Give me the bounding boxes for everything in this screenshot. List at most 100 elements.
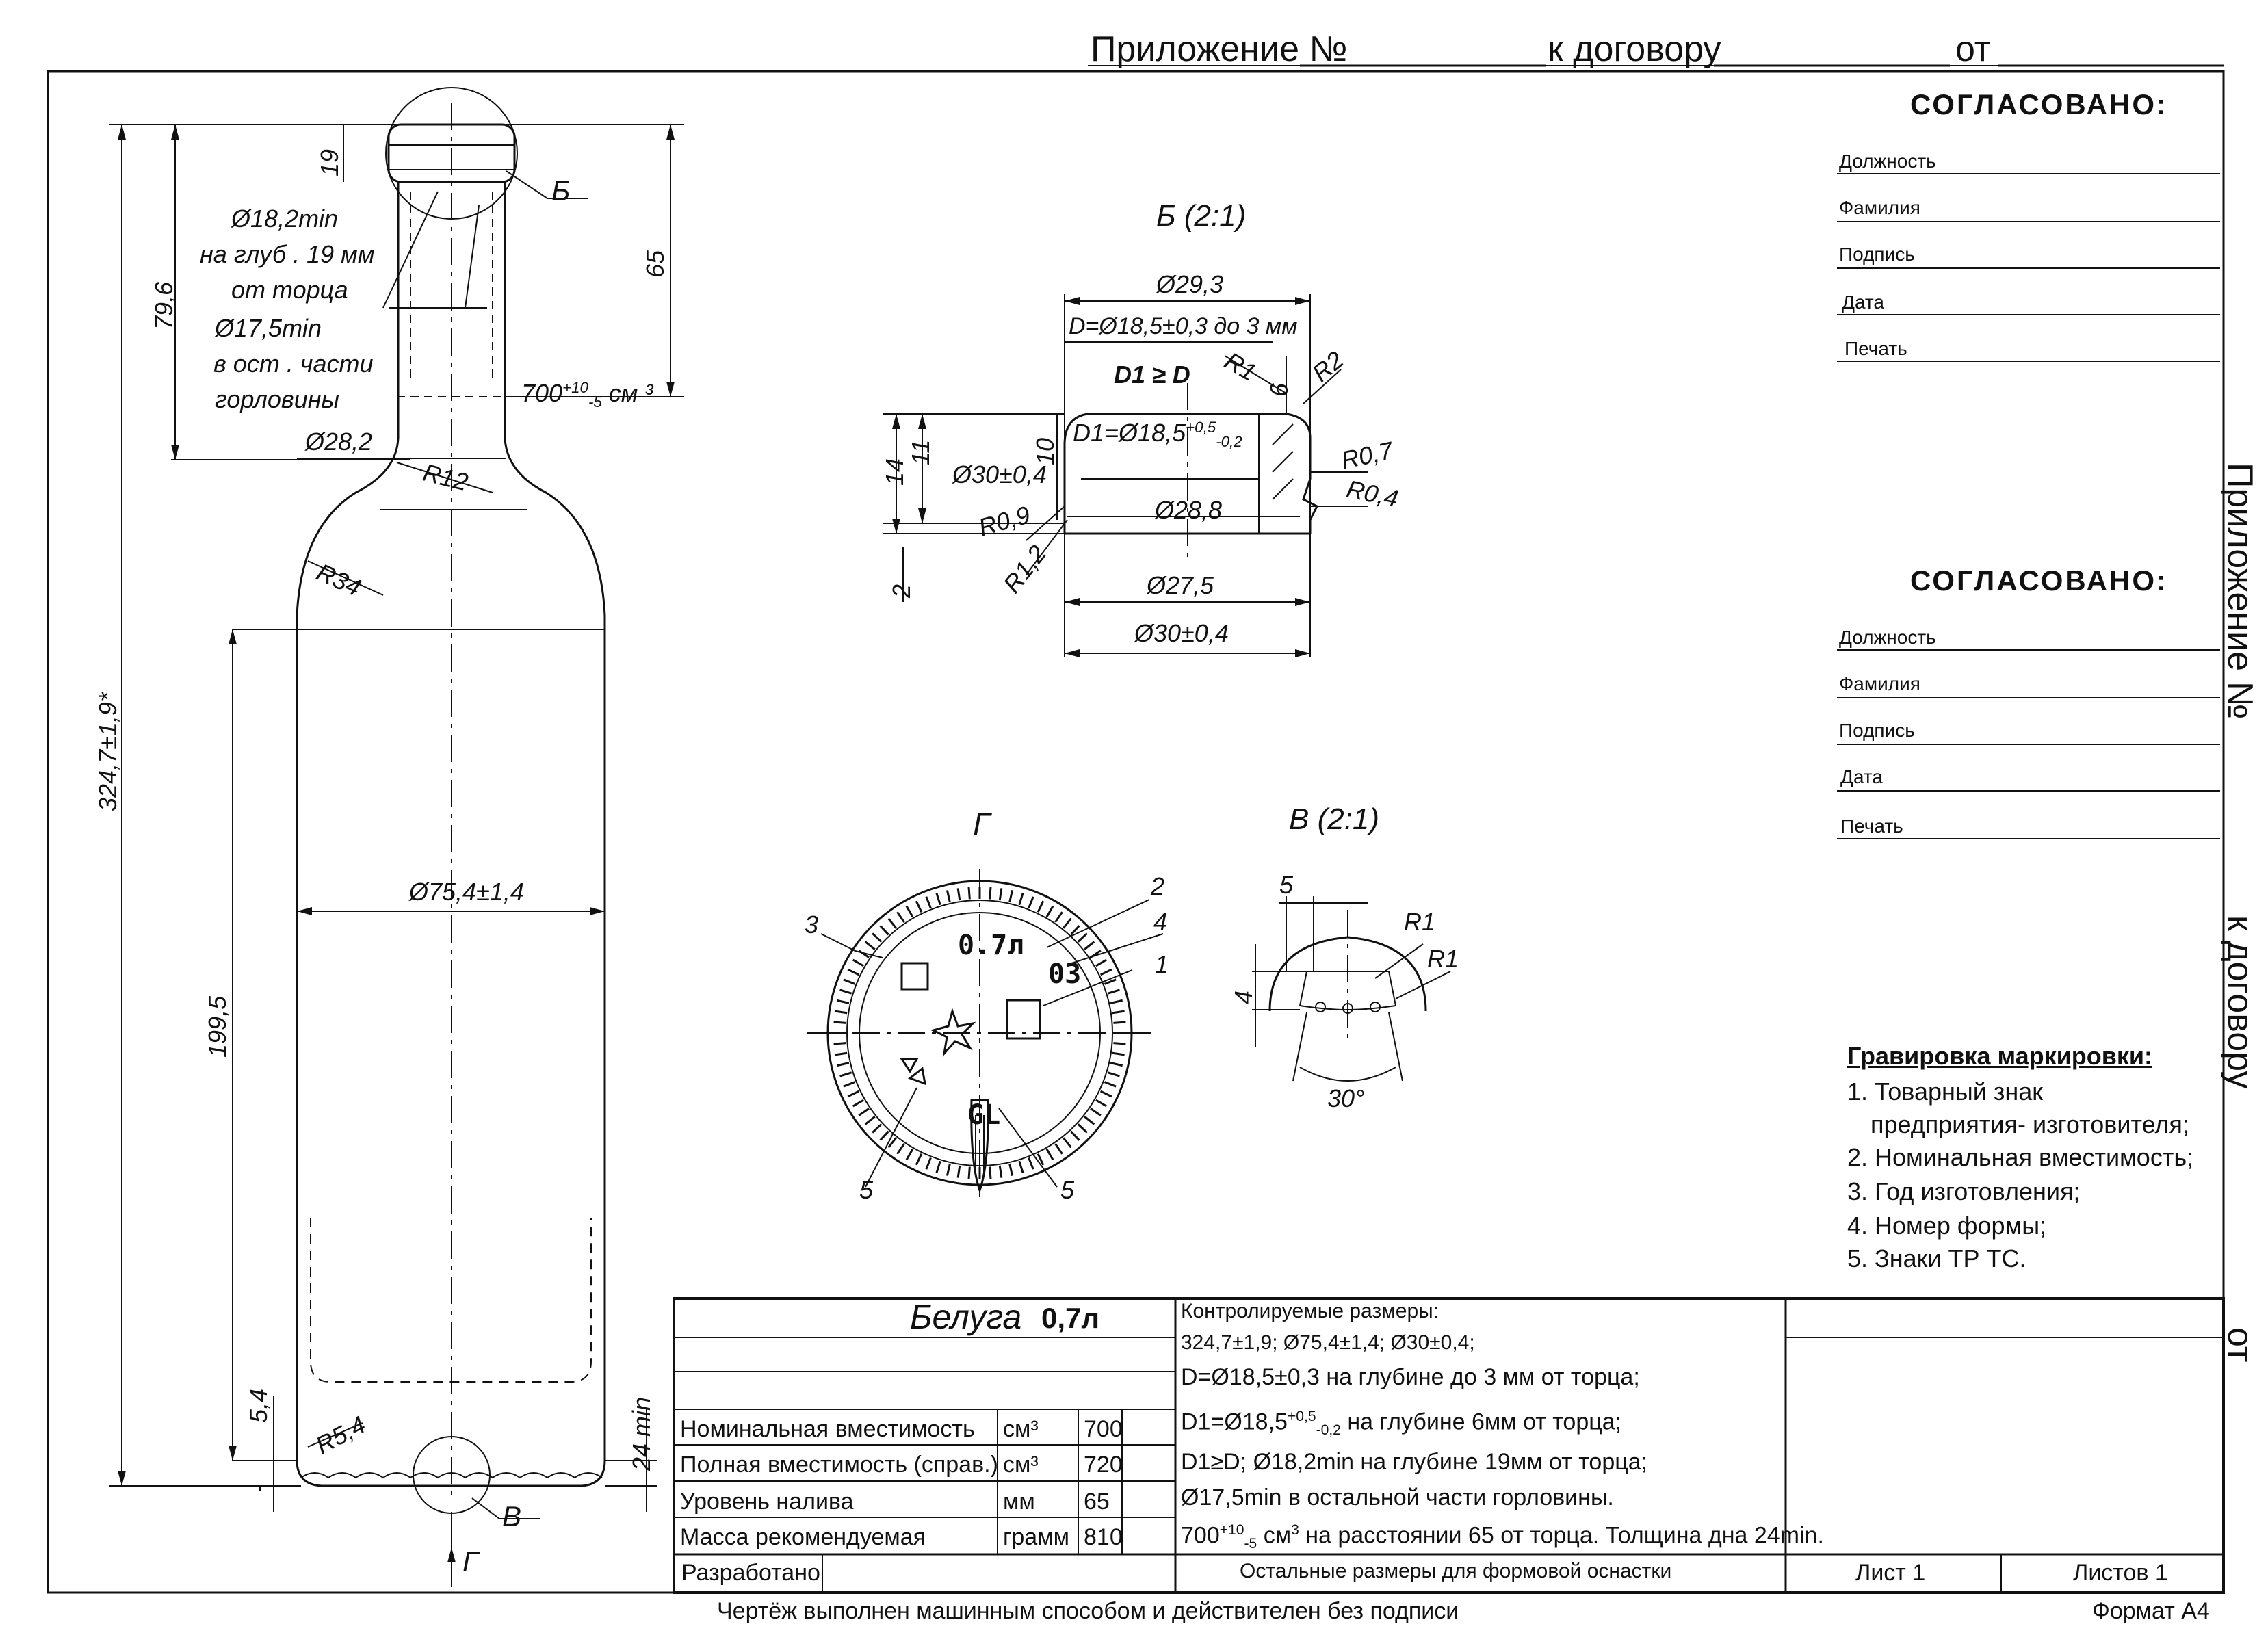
knurl-tick <box>1110 1062 1123 1067</box>
detail-b-dimension-lines <box>883 294 1368 657</box>
callout-1: 1 <box>1155 950 1169 978</box>
param-unit: грамм <box>1003 1524 1069 1550</box>
knurl-tick <box>1037 1153 1045 1166</box>
approval-field-signature-1: Подпись <box>1839 244 1915 265</box>
knurl-tick <box>1028 1157 1034 1170</box>
bottle-dimension-lines <box>109 124 684 1587</box>
knurl-tick <box>1054 911 1063 923</box>
dim-rest-part: в ост . части <box>213 350 374 378</box>
knurl-tick <box>837 999 850 1004</box>
approval-field-date-2: Дата <box>1840 766 1884 787</box>
knurl-tick <box>887 1137 897 1149</box>
knurl-tick <box>1095 958 1108 967</box>
dim-d293: Ø29,3 <box>1156 270 1224 298</box>
knurl-tick <box>1110 999 1123 1004</box>
engraving-item: 5. Знаки ТР ТС. <box>1847 1244 2026 1272</box>
callout-v: В <box>502 1500 522 1532</box>
knurl-tick <box>835 1010 848 1015</box>
param-unit: см³ <box>1003 1416 1039 1442</box>
dim-top-depth: на глуб . 19 мм <box>200 240 375 268</box>
param-unit: см³ <box>1003 1452 1039 1478</box>
param-name: Полная вместимость (справ.) <box>680 1452 998 1478</box>
param-unit: мм <box>1003 1489 1035 1515</box>
knurl-tick <box>935 893 941 906</box>
detail-g-title: Г <box>973 807 991 842</box>
dim-w5: 5 <box>1279 871 1294 899</box>
appendix-label: Приложение № <box>1091 29 1348 69</box>
knurl-tick <box>879 925 889 936</box>
param-name: Масса рекомендуемая <box>680 1524 926 1550</box>
dim-d1: D1=Ø18,5+0,5-0,2 <box>1073 419 1242 451</box>
knurl-tick <box>847 1090 860 1098</box>
knurl-tick <box>852 958 865 967</box>
title-block-grid <box>673 1297 2225 1594</box>
knurl-tick <box>998 888 1003 901</box>
knurl-tick <box>1070 1130 1080 1141</box>
knurl-tick <box>1112 1010 1125 1015</box>
from-label: от <box>1955 29 1991 69</box>
knurl-tick <box>843 978 856 985</box>
knurl-tick <box>887 917 897 929</box>
developed-label: Разработано <box>681 1560 820 1586</box>
param-value: 810 <box>1084 1524 1123 1550</box>
controlled-line: Ø17,5min в остальной части горловины. <box>1181 1484 1614 1510</box>
approval-title-1: СОГЛАСОВАНО: <box>1910 88 2168 120</box>
knurl-tick <box>915 1153 923 1166</box>
controlled-title: Контролируемые размеры: <box>1181 1300 1439 1322</box>
dim-h796: 79,6 <box>150 281 178 330</box>
knurl-tick <box>1090 1108 1102 1116</box>
callout-2: 2 <box>1151 872 1165 900</box>
knurl-tick <box>905 905 914 918</box>
engraving-item: предприятия- изготовителя; <box>1871 1110 2189 1138</box>
knurl-tick <box>1008 1163 1014 1176</box>
knurl-tick <box>946 1163 951 1176</box>
knurl-tick <box>1084 941 1095 950</box>
dim-rest-neck: горловины <box>215 385 340 413</box>
knurl-tick <box>839 1071 852 1077</box>
detail-g-knurl <box>833 887 1126 1179</box>
bottle-arrowheads <box>118 125 675 1562</box>
approval-field-position-1: Должность <box>1839 151 1936 172</box>
knurl-tick <box>835 1051 848 1056</box>
dim-h11: 11 <box>907 439 935 465</box>
controlled-line: D=Ø18,5±0,3 на глубине до 3 мм от торца; <box>1181 1364 1640 1390</box>
approval-field-surname-1: Фамилия <box>1839 197 1920 218</box>
dim-r1-a: R1 <box>1404 908 1436 936</box>
knurl-tick <box>1113 1042 1126 1045</box>
knurl-tick <box>1107 1071 1120 1077</box>
dim-h19: 19 <box>315 148 343 176</box>
knurl-tick <box>956 1165 961 1178</box>
knurl-tick <box>833 1021 846 1024</box>
dim-h2: 2 <box>887 584 915 598</box>
knurl-tick <box>1028 896 1034 909</box>
approval-field-position-2: Должность <box>1839 627 1936 648</box>
knurl-tick <box>989 1166 992 1179</box>
knurl-tick <box>1045 905 1054 918</box>
knurl-tick <box>896 911 905 923</box>
param-name: Номинальная вместимость <box>680 1416 975 1442</box>
knurl-tick <box>1018 893 1024 906</box>
approval-title-2: СОГЛАСОВАНО: <box>1910 564 2168 597</box>
dim-body-dia: Ø75,4±1,4 <box>409 878 524 906</box>
engraving-item: 3. Год изготовления; <box>1847 1177 2081 1205</box>
controlled-line: D1≥D; Ø18,2min на глубине 19мм от торца; <box>1181 1449 1648 1475</box>
knurl-tick <box>956 888 961 901</box>
knurl-tick <box>837 1062 850 1067</box>
knurl-tick <box>839 989 852 995</box>
detail-v-dimension-lines <box>1252 896 1451 1082</box>
approval-field-stamp-1: Печать <box>1845 338 1907 359</box>
knurl-tick <box>1008 890 1014 903</box>
dim-top-from-end: от торца <box>231 276 348 304</box>
dim-d288: Ø28,8 <box>1155 496 1223 524</box>
knurl-tick <box>935 1160 941 1173</box>
dim-h4: 4 <box>1229 990 1257 1004</box>
knurl-tick <box>1099 968 1112 976</box>
knurl-tick <box>858 1108 870 1116</box>
knurl-tick <box>843 1081 856 1088</box>
callout-g: Г <box>462 1545 478 1578</box>
controlled-line-d1: D1=Ø18,5+0,5-0,2 на глубине 6мм от торца… <box>1181 1409 1622 1439</box>
knurl-tick <box>864 941 876 950</box>
detail-b-arrowheads <box>892 297 1310 657</box>
knurl-tick <box>1113 1021 1126 1024</box>
